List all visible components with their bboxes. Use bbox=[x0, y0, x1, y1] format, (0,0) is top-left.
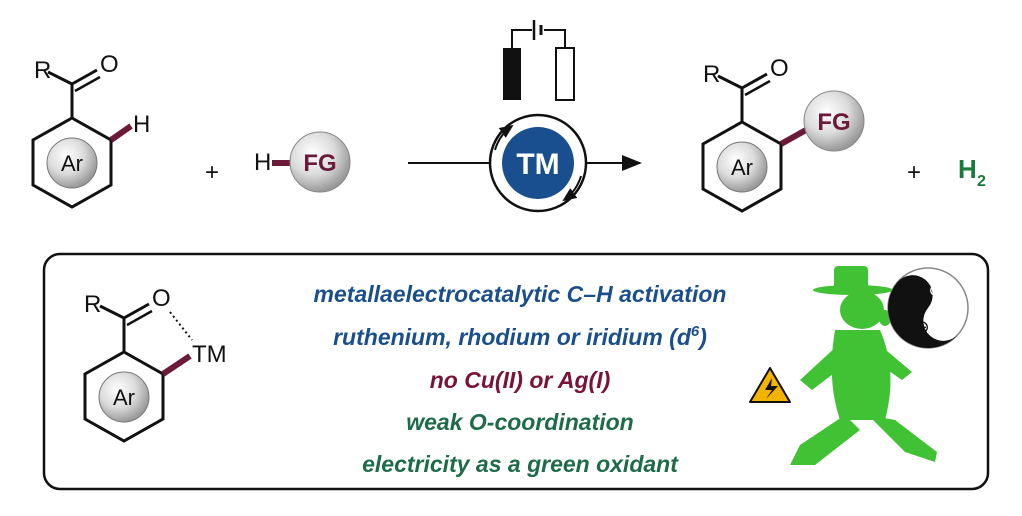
box-o-label: O bbox=[152, 285, 171, 312]
green-man-icon bbox=[790, 266, 937, 465]
product-fg-label: FG bbox=[817, 109, 850, 136]
torso bbox=[831, 330, 891, 420]
feature-line-5: electricity as a green oxidant bbox=[362, 451, 679, 477]
left-arm bbox=[800, 345, 845, 390]
cycle-arrow-lower bbox=[562, 175, 582, 202]
plus-sign-2: + bbox=[907, 159, 921, 186]
reactant-o-label: O bbox=[100, 51, 119, 78]
box-r-label: R bbox=[84, 291, 101, 318]
feature-line-2: ruthenium, rhodium or iridium (d6) bbox=[333, 323, 707, 350]
product-r-bond bbox=[717, 74, 743, 90]
feature-line-4: weak O-coordination bbox=[406, 409, 633, 435]
feature-line-3: no Cu(II) or Ag(I) bbox=[430, 367, 611, 393]
yin-yang-icon: ⊕ ⊖ bbox=[887, 267, 969, 349]
product-ar-label: Ar bbox=[731, 155, 753, 180]
box-metallacycle: Ar R O TM bbox=[83, 285, 227, 443]
cathode-electrode bbox=[555, 47, 575, 101]
reactant-r-bond bbox=[47, 70, 73, 86]
reactant-ch-bond bbox=[109, 123, 133, 143]
reagent-h-label: H bbox=[254, 149, 271, 176]
catalyst-cycle: TM bbox=[488, 113, 588, 213]
byproduct-h-label: H bbox=[958, 154, 977, 184]
hat-crown bbox=[834, 266, 868, 292]
product-c-fg-bond bbox=[779, 127, 808, 147]
product-co-double-bond bbox=[744, 79, 771, 97]
reactant-molecule: Ar R O H bbox=[31, 51, 150, 209]
anode-electrode bbox=[503, 48, 521, 100]
box-o-tm-dative-bond bbox=[169, 311, 193, 341]
box-ar-sphere bbox=[98, 371, 150, 423]
right-arm bbox=[873, 345, 912, 380]
cycle-arrow-upper bbox=[494, 124, 514, 151]
feature-line-2-tail: ) bbox=[696, 324, 707, 350]
reagent-h-fg: H FG bbox=[254, 131, 351, 193]
minus-symbol: ⊖ bbox=[914, 317, 929, 337]
feature-line-1: metallaelectrocatalytic C–H activation bbox=[314, 281, 727, 307]
electrochemical-cell bbox=[503, 20, 575, 101]
warning-sign-icon bbox=[749, 367, 791, 403]
box-feature-list: metallaelectrocatalytic C–H activation r… bbox=[314, 281, 727, 477]
product-ar-sphere bbox=[716, 141, 768, 193]
byproduct-h2: H 2 bbox=[958, 154, 986, 190]
box-c-tm-bond bbox=[161, 353, 192, 377]
plus-sign-1: + bbox=[205, 159, 219, 186]
left-leg bbox=[790, 415, 860, 465]
box-co-bond bbox=[123, 302, 150, 320]
box-r-bond bbox=[99, 304, 125, 320]
reactant-ar-sphere bbox=[46, 137, 98, 189]
reagent-fg-sphere bbox=[289, 131, 351, 193]
feature-line-2-sup: 6 bbox=[691, 323, 700, 340]
product-fg-sphere bbox=[803, 90, 865, 152]
reagent-fg-label: FG bbox=[303, 150, 336, 177]
plus-symbol: ⊕ bbox=[928, 280, 943, 300]
wire-right bbox=[544, 29, 566, 48]
wire-left bbox=[511, 29, 532, 48]
product-r-label: R bbox=[703, 61, 720, 88]
right-leg bbox=[868, 415, 937, 462]
feature-line-2-main: ruthenium, rhodium or iridium (d bbox=[333, 324, 692, 350]
reactant-co-double-bond bbox=[74, 75, 101, 93]
product-molecule: Ar R O FG bbox=[701, 55, 865, 213]
product-co-bond bbox=[741, 72, 768, 90]
reactant-ar-label: Ar bbox=[61, 151, 83, 176]
reactant-h-label: H bbox=[133, 111, 150, 138]
yin-yang-dark-half bbox=[888, 275, 959, 348]
reactant-r-label: R bbox=[34, 57, 51, 84]
tm-circle bbox=[502, 127, 574, 199]
head bbox=[840, 291, 884, 329]
summary-box bbox=[42, 252, 990, 491]
product-o-label: O bbox=[770, 55, 789, 82]
tm-label: TM bbox=[516, 148, 559, 181]
box-co-double-bond bbox=[126, 309, 153, 327]
lightning-bolt-icon bbox=[765, 378, 778, 399]
box-ar-label: Ar bbox=[113, 385, 135, 410]
byproduct-subscript: 2 bbox=[977, 173, 986, 190]
reactant-co-bond bbox=[71, 68, 98, 86]
box-tm-label: TM bbox=[192, 341, 227, 368]
